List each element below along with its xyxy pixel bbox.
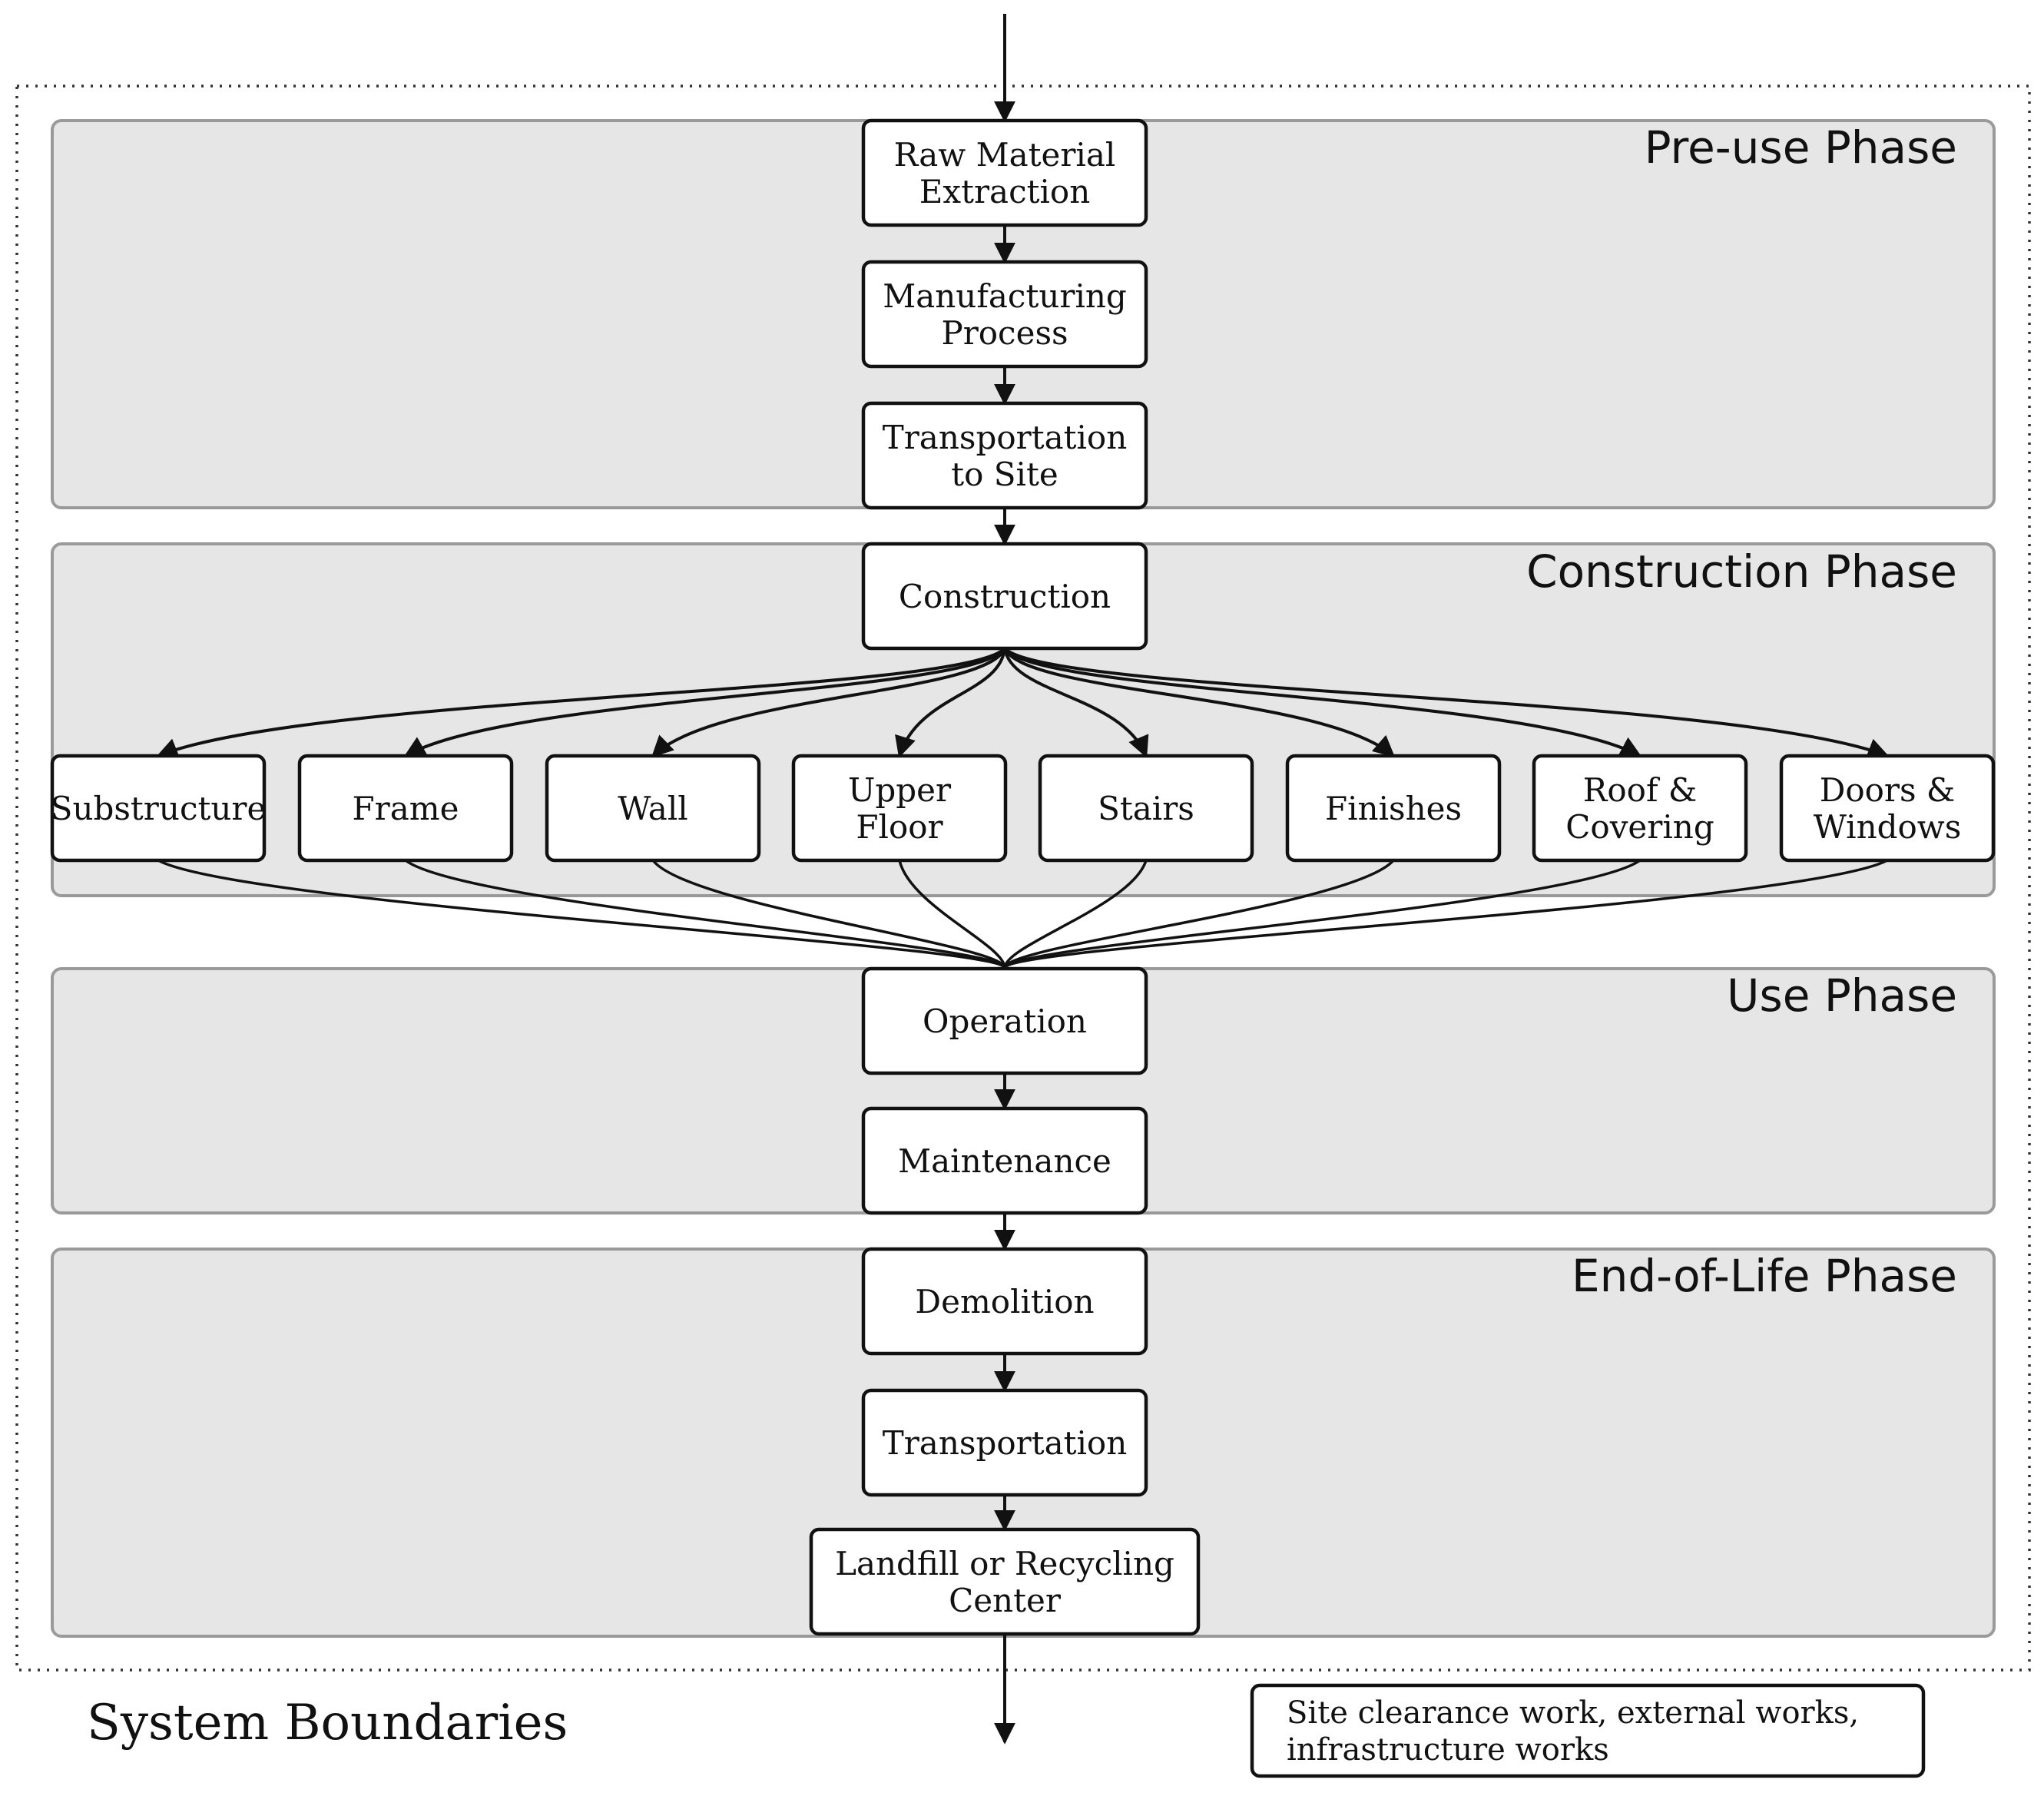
node-frame: Frame	[297, 754, 514, 863]
edges	[156, 14, 1890, 1745]
phase-label-use: Use Phase	[1727, 969, 1957, 1022]
node-label-wall-line-1: Wall	[618, 790, 687, 827]
edge-construction-to-roof	[1003, 647, 1642, 757]
node-label-roof-line-2: Covering	[1565, 808, 1714, 846]
node-label-landfill-line-2: Center	[949, 1582, 1062, 1619]
node-label-construction-line-1: Construction	[899, 578, 1111, 615]
node-label-upper-floor-line-1: Upper	[848, 771, 952, 809]
edge-roof-to-operation	[1003, 859, 1641, 970]
node-label-upper-floor-line-2: Floor	[856, 808, 943, 846]
node-label-doors-line-2: Windows	[1814, 808, 1962, 846]
node-label-transportation-line-1: Transportation	[883, 1424, 1128, 1462]
node-operation: Operation	[861, 966, 1148, 1075]
node-label-stairs-line-1: Stairs	[1098, 790, 1194, 827]
node-label-manufacturing-line-2: Process	[941, 314, 1068, 352]
phase-label-construction: Construction Phase	[1526, 545, 1957, 598]
node-label-maintenance-line-1: Maintenance	[898, 1142, 1111, 1180]
edge-stairs-to-operation	[1003, 860, 1148, 969]
node-label-landfill-line-1: Landfill or Recycling	[835, 1545, 1174, 1582]
node-label-raw-material-line-1: Raw Material	[894, 136, 1116, 174]
node-finishes: Finishes	[1285, 754, 1502, 863]
note-line-1: Site clearance work, external works,	[1287, 1695, 1859, 1731]
edge-construction-to-stairs	[1003, 648, 1149, 758]
node-maintenance: Maintenance	[861, 1106, 1148, 1215]
node-label-substructure-line-1: Substructure	[51, 790, 267, 827]
node-doors: Doors &Windows	[1779, 754, 1996, 863]
note-box: Site clearance work, external works, inf…	[1250, 1683, 1926, 1778]
node-label-raw-material-line-2: Extraction	[919, 173, 1091, 210]
phase-label-end-of-life: End-of-Life Phase	[1572, 1250, 1957, 1302]
node-label-manufacturing-line-1: Manufacturing	[883, 277, 1127, 315]
edge-upper-floor-to-operation	[898, 860, 1006, 969]
phase-construction: Construction Phase	[51, 542, 1996, 897]
node-label-finishes-line-1: Finishes	[1325, 790, 1462, 827]
node-demolition: Demolition	[861, 1247, 1148, 1356]
edge-doors-to-operation	[1003, 859, 1888, 970]
node-label-transport-site-line-2: to Site	[951, 456, 1058, 493]
system-boundary	[15, 84, 2031, 1672]
edge-construction-to-upper-floor	[895, 648, 1006, 758]
note-line-2: infrastructure works	[1287, 1732, 1609, 1768]
system-boundaries-label: System Boundaries	[87, 1695, 568, 1751]
node-label-frame-line-1: Frame	[353, 790, 459, 827]
phase-label-pre-use: Pre-use Phase	[1645, 121, 1957, 174]
edge-frame-to-operation	[404, 859, 1006, 970]
node-label-operation-line-1: Operation	[923, 1002, 1087, 1040]
node-substructure: Substructure	[51, 754, 267, 863]
edge-construction-to-wall	[651, 648, 1006, 757]
node-wall: Wall	[545, 754, 761, 863]
edge-finishes-to-operation	[1003, 859, 1395, 969]
edge-wall-to-operation	[651, 859, 1006, 969]
node-label-roof-line-1: Roof &	[1583, 771, 1697, 809]
phase-use: Use Phase	[51, 967, 1996, 1214]
edge-construction-to-doors	[1003, 647, 1890, 760]
node-transportation: Transportation	[861, 1388, 1148, 1497]
edge-construction-to-finishes	[1003, 648, 1396, 757]
node-stairs: Stairs	[1038, 754, 1254, 863]
edge-substructure-to-operation	[157, 859, 1006, 970]
node-label-doors-line-1: Doors &	[1820, 771, 1956, 809]
edge-construction-to-substructure	[156, 647, 1006, 759]
nodes: Raw MaterialExtractionManufacturingProce…	[51, 118, 1996, 1636]
node-roof: Roof &Covering	[1532, 754, 1748, 863]
edge-construction-to-frame	[403, 647, 1006, 757]
node-construction: Construction	[861, 542, 1148, 651]
node-label-transport-site-line-1: Transportation	[883, 419, 1128, 456]
node-label-demolition-line-1: Demolition	[915, 1283, 1094, 1320]
